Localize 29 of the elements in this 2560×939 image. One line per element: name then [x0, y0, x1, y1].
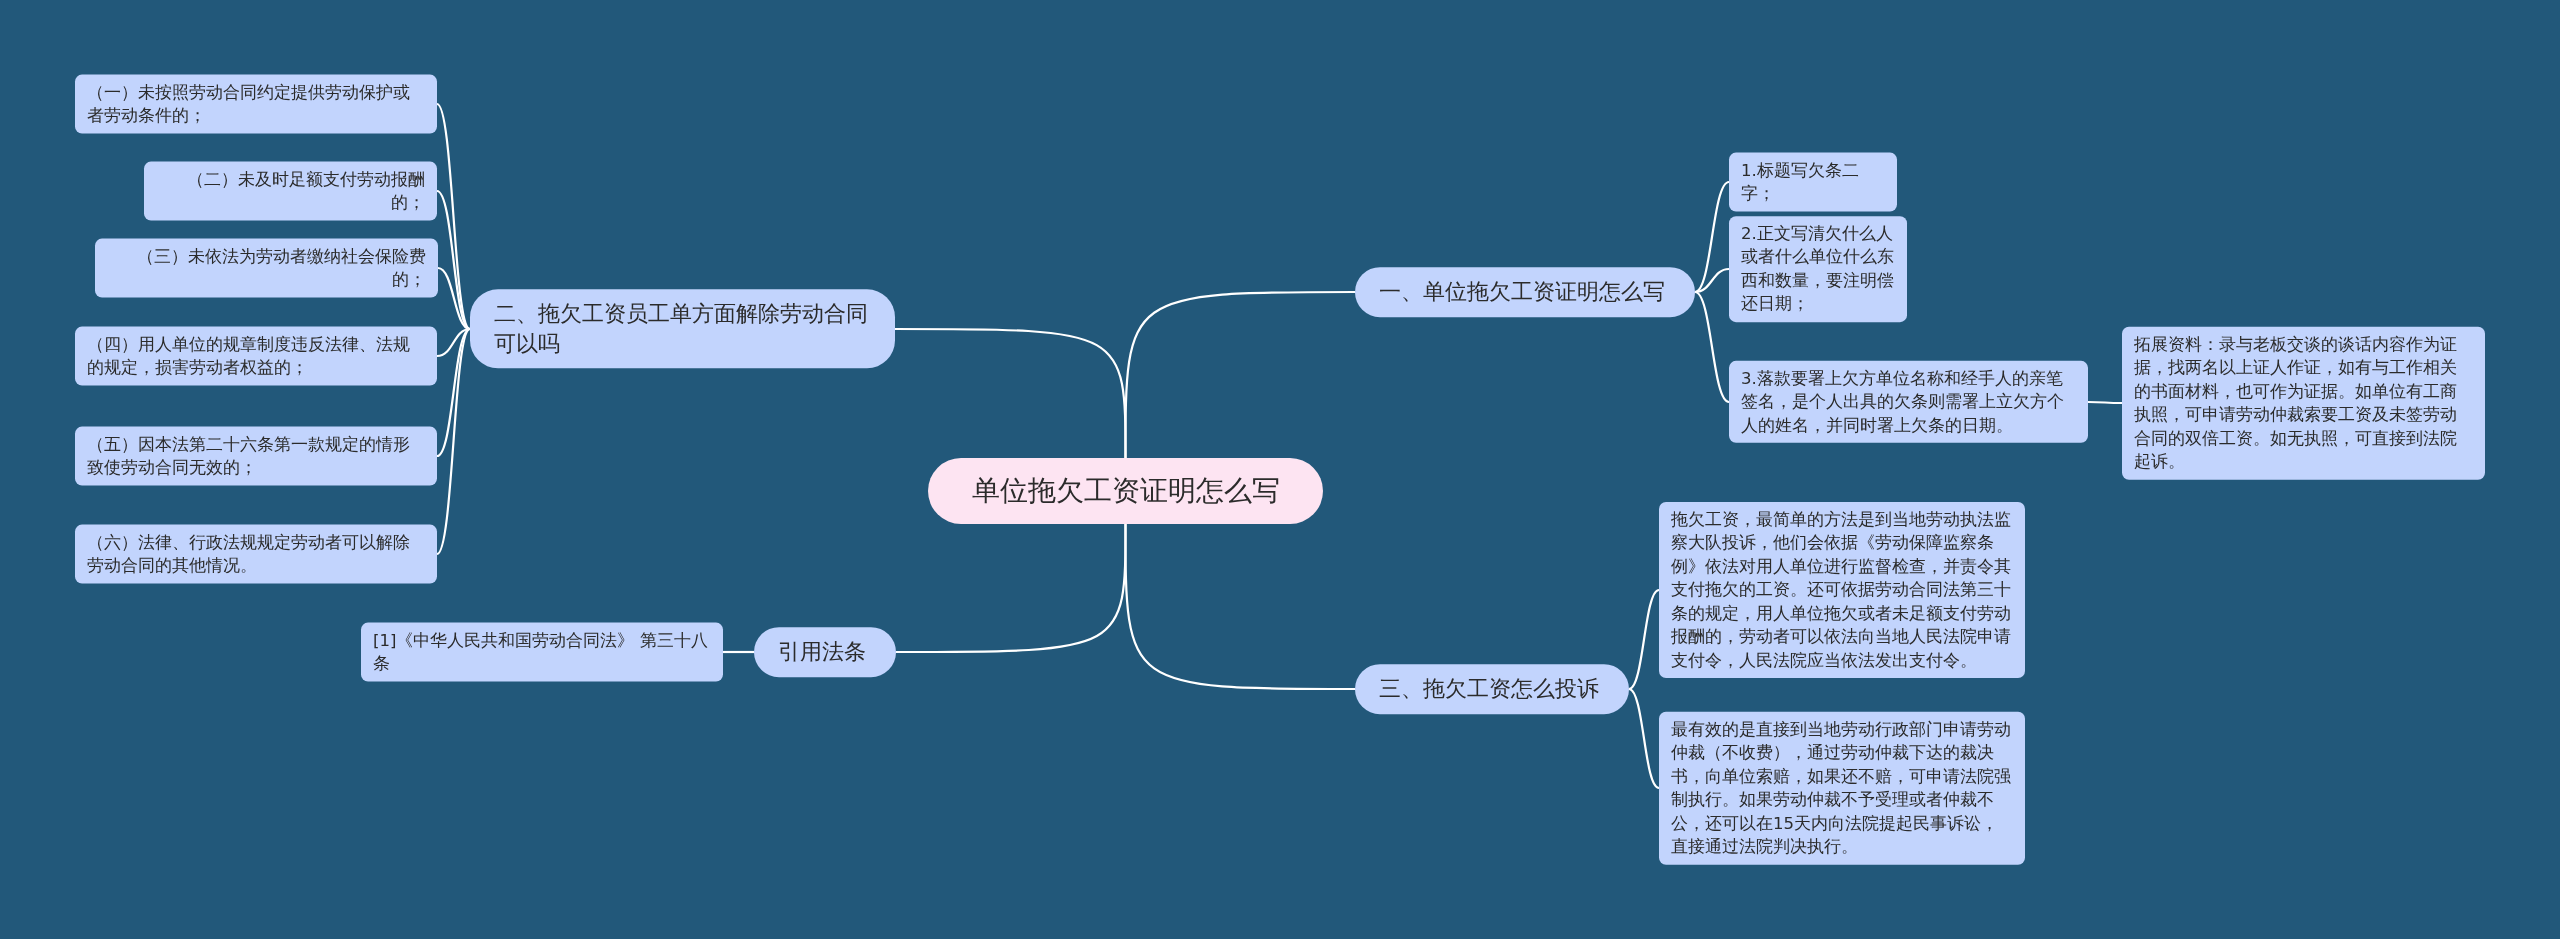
branch-topic: 一、单位拖欠工资证明怎么写	[1355, 267, 1695, 317]
connector-line	[1694, 181, 1730, 293]
leaf-note: 拖欠工资，最简单的方法是到当地劳动执法监察大队投诉，他们会依据《劳动保障监察条例》依法对用人单位进行监督检查，并责令其支付拖欠的工资。还可依据劳动合同法第三十条的规定，用人单位拖欠或者未足额支付劳动报酬的，劳动者可以依法向当地人民法院申请支付令，人民法院应当依法发出支付令。	[1659, 502, 2025, 678]
leaf-note: 1.标题写欠条二字；	[1729, 152, 1897, 212]
leaf-note: 2.正文写清欠什么人或者什么单位什么东西和数量，要注明偿还日期；	[1729, 216, 1907, 322]
connector-line	[1628, 688, 1660, 789]
leaf-note: （二）未及时足额支付劳动报酬的；	[144, 161, 437, 221]
connector-line	[1694, 291, 1730, 403]
leaf-note: （六）法律、行政法规规定劳动者可以解除劳动合同的其他情况。	[75, 524, 437, 584]
connector-line	[896, 524, 1127, 654]
branch-topic: 三、拖欠工资怎么投诉	[1355, 664, 1629, 714]
central-topic: 单位拖欠工资证明怎么写	[928, 458, 1323, 524]
connector-line	[723, 650, 754, 654]
leaf-note: （五）因本法第二十六条第一款规定的情形致使劳动合同无效的；	[75, 426, 437, 486]
leaf-note: （一）未按照劳动合同约定提供劳动保护或者劳动条件的；	[75, 74, 437, 134]
connector-line	[895, 327, 1127, 458]
leaf-note: 最有效的是直接到当地劳动行政部门申请劳动仲裁（不收费），通过劳动仲裁下达的裁决书，向单位索赔，如果还不赔，可申请法院强制执行。如果劳动仲裁不予受理或者仲裁不公，还可以在15天内向法院提起民事诉讼，直接通过法院判决执行。	[1659, 711, 2025, 865]
leaf-note: 拓展资料：录与老板交谈的谈话内容作为证据，找两名以上证人作证，如有与工作相关的书面材料，也可作为证据。如单位有工商执照，可申请劳动仲裁索要工资及未签劳动合同的双倍工资。如无执照，可直接到法院起诉。	[2122, 326, 2485, 480]
connector-line	[1694, 267, 1730, 294]
leaf-note: [1]《中华人民共和国劳动合同法》 第三十八条	[361, 622, 723, 682]
leaf-note: 3.落款要署上欠方单位名称和经手人的亲笔签名，是个人出具的欠条则需署上立欠方个人的姓名，并同时署上欠条的日期。	[1729, 360, 2088, 444]
leaf-note: （四）用人单位的规章制度违反法律、法规的规定，损害劳动者权益的；	[75, 326, 437, 386]
connector-line	[2088, 400, 2122, 405]
connector-line	[1628, 589, 1660, 690]
leaf-note: （三）未依法为劳动者缴纳社会保险费的；	[95, 238, 438, 298]
connector-line	[436, 328, 471, 555]
branch-topic: 引用法条	[754, 627, 896, 677]
connector-line	[436, 190, 471, 330]
branch-topic: 二、拖欠工资员工单方面解除劳动合同可以吗	[470, 289, 895, 369]
